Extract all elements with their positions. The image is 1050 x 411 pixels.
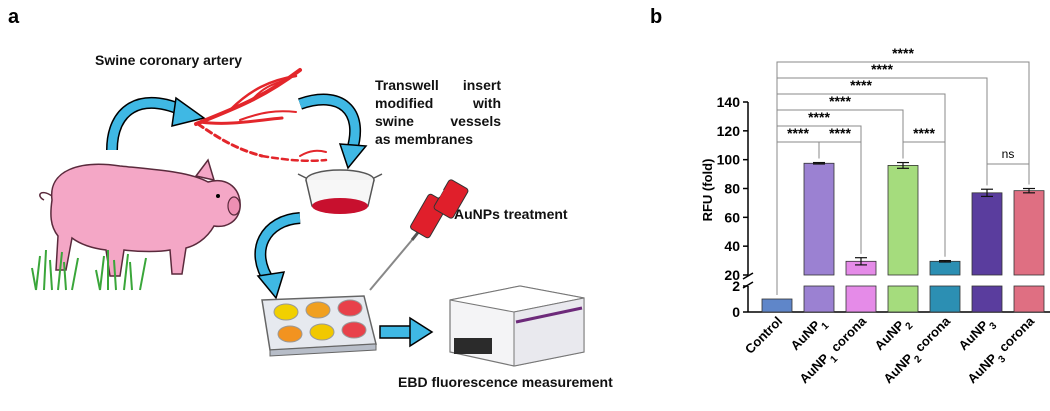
bar-lower-segment — [803, 285, 835, 313]
y-tick-label: 2 — [732, 278, 740, 294]
bar-lower-segment — [887, 285, 919, 313]
significance-bracket — [776, 61, 1030, 295]
grass-icon — [31, 249, 147, 291]
y-tick-label: 80 — [724, 181, 740, 197]
transwell-label-line-1: Transwell insert — [375, 77, 501, 93]
bar-lower-segment — [1013, 285, 1045, 313]
curved-arrow-icon — [298, 93, 368, 170]
y-tick-label: 20 — [724, 267, 740, 283]
significance-label: ns — [1002, 147, 1015, 161]
bar — [887, 165, 919, 276]
significance-label: **** — [787, 125, 809, 141]
significance-label: **** — [892, 45, 914, 61]
coronary-artery-icon — [194, 68, 328, 163]
transwell-label-line-3: swine vessels — [375, 113, 501, 129]
y-tick-label: 140 — [717, 94, 741, 110]
pipette-icon — [369, 179, 469, 291]
straight-arrow-icon — [379, 316, 434, 348]
artery-label: Swine coronary artery — [95, 52, 243, 68]
bar-lower-segment — [845, 285, 877, 313]
bar — [971, 192, 1003, 276]
transwell-label-line-4: as membranes — [375, 131, 474, 147]
x-tick-label: Control — [742, 314, 785, 357]
y-tick-label: 60 — [724, 209, 740, 225]
bar — [761, 298, 793, 313]
significance-label: **** — [850, 77, 872, 93]
curved-arrow-icon — [254, 212, 301, 300]
measurement-label: EBD fluorescence measurement — [398, 374, 613, 390]
axis-break-mark — [742, 272, 754, 280]
bar-lower-segment — [971, 285, 1003, 313]
transwell-insert-icon — [297, 169, 383, 214]
plate-reader-icon — [449, 285, 585, 367]
x-tick-label: AuNP3 — [956, 313, 1000, 357]
y-tick-label: 40 — [724, 238, 740, 254]
transwell-label: Transwell insert modified with swine ves… — [375, 76, 501, 148]
y-tick-label: 120 — [717, 123, 741, 139]
panel-a-letter: a — [8, 6, 20, 28]
y-tick-label: 0 — [732, 304, 740, 320]
axis-break-mark — [742, 281, 754, 289]
x-tick-label: AuNP1 — [788, 313, 832, 357]
significance-label: **** — [871, 61, 893, 77]
bar-lower-segment — [929, 285, 961, 313]
bar — [1013, 190, 1045, 276]
y-tick-label: 100 — [717, 152, 741, 168]
panel-b-letter: b — [650, 6, 663, 28]
significance-bracket — [986, 163, 1030, 186]
transwell-label-line-2: modified with — [375, 95, 501, 111]
bars — [761, 161, 1045, 313]
significance-label: **** — [829, 125, 851, 141]
significance-brackets: ************************ns******** — [776, 45, 1030, 295]
workflow-illustration — [31, 68, 585, 367]
significance-label: **** — [829, 93, 851, 109]
well-plate-icon — [261, 295, 377, 357]
y-axis-label: RFU (fold) — [700, 159, 715, 222]
pig-icon — [39, 158, 241, 277]
bar — [929, 260, 961, 276]
significance-label: **** — [913, 125, 935, 141]
significance-label: **** — [808, 109, 830, 125]
bar — [803, 162, 835, 276]
x-tick-label: AuNP2 — [872, 313, 916, 357]
curved-arrow-icon — [106, 96, 206, 151]
treatment-label: AuNPs treatment — [454, 206, 568, 222]
